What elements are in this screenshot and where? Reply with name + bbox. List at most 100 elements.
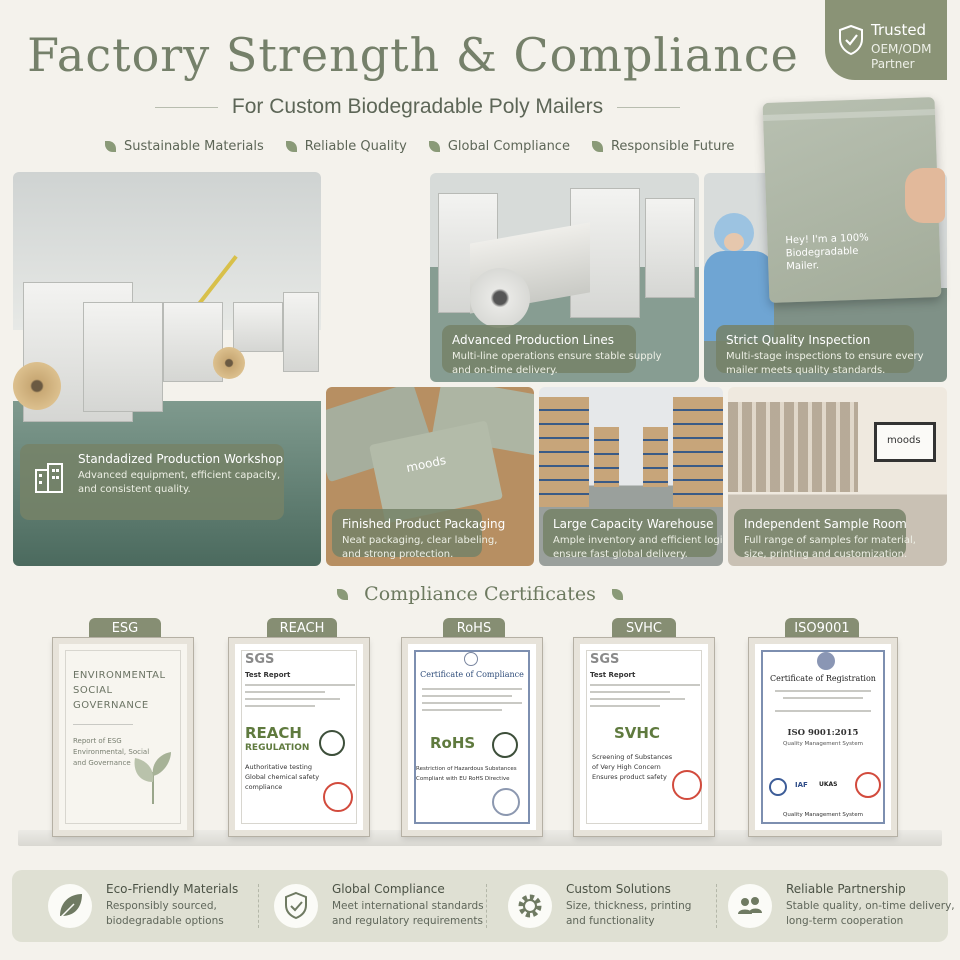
divider [155,106,218,108]
reach-desc-line: Global chemical safety [245,773,320,781]
tile-description: Advanced equipment, efficient capacity,a… [78,469,280,497]
feature-desc-line: and functionality [566,915,655,927]
feature-global-compliance: Global Compliance Meet international sta… [274,870,494,942]
mailer-line: Biodegradable [785,245,859,260]
esg-report-line: Report of ESG [73,737,122,745]
tile-desc-line: Neat packaging, clear labeling, [342,535,498,546]
rohs-desc-line: Restriction of Hazardous Substances [416,766,517,772]
check-circle-icon [492,732,518,758]
rohs-description: Restriction of Hazardous Substances Comp… [416,764,517,784]
iso-system: Quality Management System [783,741,863,747]
feature-title: Custom Solutions [566,882,671,896]
text-line [590,684,700,686]
esg-heading: ENVIRONMENTAL SOCIAL GOVERNANCE [73,668,166,713]
rohs-desc-line: Compliant with EU RoHS Directive [416,776,510,782]
emblem-icon [817,652,835,670]
tile-caption: Strict Quality Inspection Multi-stage in… [716,325,924,376]
iso-footer: Quality Management System [783,812,863,818]
tile-desc-line: ensure fast global delivery. [553,549,688,560]
leaf-icon [285,140,297,152]
divider [617,106,681,108]
sgs-logo: SGS [245,652,275,667]
tile-desc-line: Multi-stage inspections to ensure every [726,351,924,362]
brand-print: moods [887,435,921,446]
plant-sprout-icon [134,752,171,804]
pillar-label: Responsible Future [610,138,735,154]
text-line [422,695,512,697]
badge-sub-line: Partner [871,57,915,71]
blue-seal-stamp [492,788,520,816]
tile-product-packaging: moods Finished Product Packaging Neat pa… [326,387,534,566]
pillar-label: Global Compliance [447,138,570,154]
text-line [590,698,685,700]
red-seal-stamp [855,772,881,798]
mailer-line: Mailer. [786,260,820,273]
report-heading: Test Report [245,671,291,679]
tile-caption: Advanced Production Lines Multi-line ope… [442,325,662,376]
people-icon [728,884,772,928]
feature-desc-line: Meet international standards [332,900,484,912]
feature-eco-friendly: Eco-Friendly Materials Responsibly sourc… [48,870,268,942]
certificate-border [414,650,530,824]
divider [716,884,717,928]
esg-report-line: and Governance [73,759,131,767]
tile-title: Standadized Production Workshop [78,452,284,466]
cert-label-esg: ESG [89,618,161,640]
leaf-icon [611,588,623,600]
reach-desc-line: Authoritative testing [245,763,313,771]
pillar-label: Sustainable Materials [124,138,264,154]
esg-line: ENVIRONMENTAL [73,670,166,681]
iaf-mark: IAF [795,781,808,789]
tile-description: Full range of samples for material,size,… [744,534,916,562]
badge-sub-line: OEM/ODM [871,42,932,56]
svhc-description: Screening of Substances of Very High Con… [592,752,672,782]
cert-label-svhc: SVHC [612,618,676,640]
certificate-border [586,650,702,824]
svhc-desc-line: Ensures product safety [592,773,667,781]
tile-caption: Finished Product Packaging Neat packagin… [332,509,505,560]
pillar-item: Reliable Quality [285,136,407,156]
certificate-reach: SGS Test Report REACH REGULATION Authori… [228,637,370,837]
svhc-desc-line: of Very High Concern [592,763,661,771]
pillar-item: Global Compliance [428,136,570,156]
text-line [590,691,670,693]
text-line [245,705,315,707]
feature-description: Stable quality, on-time delivery,long-te… [786,899,955,929]
tile-desc-line: mailer meets quality standards. [726,365,886,376]
factory-building-icon [35,463,63,493]
text-line [245,698,340,700]
divider [73,724,133,725]
hand-holding-mailer [905,168,945,223]
certificate-rohs: Certificate of Compliance RoHS Restricti… [401,637,543,837]
text-line [422,702,522,704]
leaf-icon [428,140,440,152]
feature-desc-line: Stable quality, on-time delivery, [786,900,955,912]
rohs-certificate-heading: Certificate of Compliance [420,670,524,679]
subtitle-row: For Custom Biodegradable Poly Mailers [155,92,681,122]
tile-desc-line: Full range of samples for material, [744,535,916,546]
esg-report-line: Environmental, Social [73,748,150,756]
tile-title: Strict Quality Inspection [726,333,871,347]
feature-desc-line: and regulatory requirements [332,915,483,927]
feature-custom-solutions: Custom Solutions Size, thickness, printi… [508,870,718,942]
feature-title: Reliable Partnership [786,882,906,896]
tile-description: Multi-line operations ensure stable supp… [452,350,662,378]
pillar-item: Sustainable Materials [105,136,264,156]
tile-warehouse: Large Capacity Warehouse Ample inventory… [539,387,723,566]
reach-title: REACH [245,724,302,742]
mailer-message: Hey! I'm a 100% Biodegradable Mailer. [785,231,870,273]
tile-title: Large Capacity Warehouse [553,517,714,531]
feature-desc-line: Responsibly sourced, [106,900,217,912]
cert-label-rohs: RoHS [443,618,505,640]
tile-desc-line: Advanced equipment, efficient capacity, [78,470,281,481]
leaf-icon [591,140,603,152]
features-bar: Eco-Friendly Materials Responsibly sourc… [12,870,955,942]
accreditation-mark-icon [769,778,787,796]
page-subtitle: For Custom Biodegradable Poly Mailers [231,95,604,118]
red-seal-stamp [323,782,353,812]
text-line [775,710,871,712]
feature-description: Meet international standards and regulato… [332,899,484,929]
tile-description: Neat packaging, clear labeling,and stron… [342,534,497,562]
